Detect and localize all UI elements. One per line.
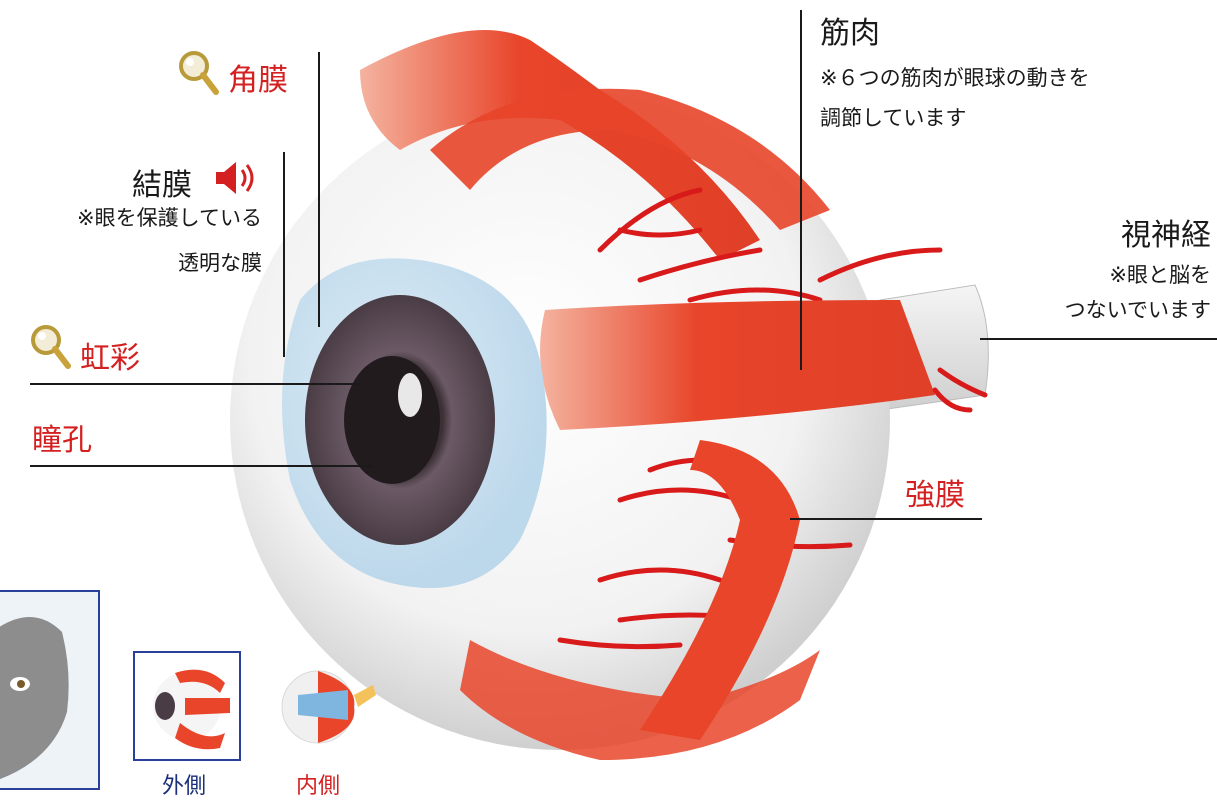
conjunctiva-label: 結膜 xyxy=(132,160,192,204)
optic-nerve-label: 視神経 xyxy=(1121,210,1211,254)
speaker-icon[interactable] xyxy=(212,158,262,198)
eye-highlight xyxy=(398,373,422,417)
iris-magnifier-icon[interactable] xyxy=(28,322,72,370)
pupil-pointer-line xyxy=(30,465,372,467)
conjunctiva-pointer-line xyxy=(283,152,285,357)
muscle-label: 筋肉 xyxy=(820,8,880,52)
optic-nerve-note-line-2: つないでいます xyxy=(1065,292,1211,328)
conjunctiva-note-line-1: ※眼を保護している xyxy=(77,200,262,236)
outside-view-label[interactable]: 外側 xyxy=(162,768,206,800)
optic-nerve-pointer-line xyxy=(980,338,1217,340)
iris-label[interactable]: 虹彩 xyxy=(80,333,140,377)
muscle-note-line-2: 調節しています xyxy=(820,100,966,136)
sclera-pointer-line xyxy=(790,518,982,520)
conjunctiva-note-line-2: 透明な膜 xyxy=(178,245,262,281)
muscle-note-line-1: ※６つの筋肉が眼球の動きを xyxy=(820,60,1090,96)
outside-view-thumbnail[interactable] xyxy=(133,651,241,761)
pupil-label: 瞳孔 xyxy=(32,415,92,459)
inside-view-label[interactable]: 内側 xyxy=(296,768,340,800)
sclera-label: 強膜 xyxy=(905,470,965,514)
muscle-pointer-line xyxy=(800,10,802,370)
face-thumbnail[interactable] xyxy=(0,590,100,790)
inside-view-thumbnail[interactable] xyxy=(268,655,378,760)
iris-pointer-line xyxy=(30,383,360,385)
optic-nerve-note-line-1: ※眼と脳を xyxy=(1109,257,1211,293)
cornea-magnifier-icon[interactable] xyxy=(176,48,220,96)
cornea-pointer-line xyxy=(318,52,320,327)
cornea-label[interactable]: 角膜 xyxy=(228,55,288,99)
